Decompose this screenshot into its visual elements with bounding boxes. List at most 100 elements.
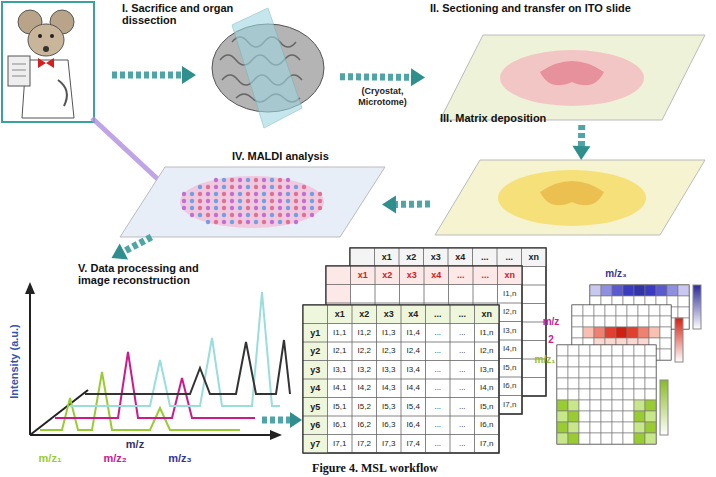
- laser-spot: [278, 185, 282, 189]
- ion-image-pixel: [634, 378, 645, 389]
- laser-spot: [230, 213, 234, 217]
- ion-image-pixel: [579, 422, 590, 433]
- laser-spot: [238, 206, 242, 210]
- color-scale: [693, 285, 701, 329]
- table-grid-line: [303, 416, 499, 417]
- table-cell: ...: [426, 309, 451, 320]
- ion-image-pixel: [638, 316, 649, 327]
- laser-spot: [254, 199, 258, 203]
- ion-image-pixel: [568, 367, 579, 378]
- image-label: m/z₃: [596, 268, 636, 280]
- laser-spot: [302, 199, 306, 203]
- ion-image-pixel: [568, 422, 579, 433]
- laser-spot: [262, 199, 266, 203]
- ion-image-pixel: [612, 378, 623, 389]
- image-label: m/z₁: [528, 354, 562, 366]
- step-title: V. Data processing and image reconstruct…: [78, 262, 228, 286]
- ion-image-pixel: [590, 400, 601, 411]
- laser-spot: [230, 185, 234, 189]
- ion-image-pixel: [627, 316, 638, 327]
- table-cell: x3: [377, 309, 402, 320]
- trace-label: m/z₂: [90, 452, 140, 465]
- ion-image-pixel: [605, 327, 616, 338]
- ion-image-pixel: [557, 422, 568, 433]
- depth-axis: [30, 390, 88, 435]
- ion-image-pixel: [645, 356, 656, 367]
- ion-image-pixel: [579, 367, 590, 378]
- laser-spot: [238, 192, 242, 196]
- data-cube: [303, 248, 546, 453]
- ion-image-pixel: [634, 345, 645, 356]
- ion-image-pixel: [634, 367, 645, 378]
- ion-image-pixel: [568, 356, 579, 367]
- ion-image-pixel: [612, 411, 623, 422]
- laser-spot: [294, 185, 298, 189]
- ion-image-pixel: [634, 389, 645, 400]
- table-cell: x4: [401, 309, 426, 320]
- laser-spot: [270, 178, 274, 182]
- table-cell: I1,2: [352, 328, 377, 338]
- table-cell: I7,2: [352, 439, 377, 449]
- axis-title: m/z: [115, 438, 155, 451]
- table-grid-line: [425, 305, 426, 453]
- laser-spot: [254, 213, 258, 217]
- laser-spot: [294, 220, 298, 224]
- ion-image-pixel: [660, 305, 671, 316]
- ion-image-pixel: [579, 345, 590, 356]
- laser-spot: [222, 185, 226, 189]
- table-cell: I7,4: [401, 439, 426, 449]
- arrow-head: [572, 146, 590, 160]
- laser-spot: [302, 192, 306, 196]
- ion-image-pixel: [638, 305, 649, 316]
- ion-image-pixel: [605, 305, 616, 316]
- laser-spot: [230, 220, 234, 224]
- table-cell: ...: [450, 328, 475, 338]
- clipboard: [8, 56, 30, 86]
- table-cell: I5,n: [498, 363, 523, 373]
- table-cell: x2: [352, 309, 377, 320]
- ion-image-pixel: [568, 378, 579, 389]
- table-cell: I1,n: [475, 328, 500, 338]
- ion-image-pixel: [590, 378, 601, 389]
- table-cell: I3,4: [401, 365, 426, 375]
- stethoscope: [58, 80, 67, 106]
- mouse-eye: [38, 34, 42, 38]
- table-cell: I7,1: [328, 439, 353, 449]
- section-plane: [232, 8, 302, 128]
- ion-image-pixel: [557, 389, 568, 400]
- table-cell: xn: [475, 309, 500, 320]
- laser-spot: [254, 192, 258, 196]
- laser-spot: [198, 206, 202, 210]
- ion-image-pixel: [656, 285, 667, 296]
- table-cell: I2,1: [328, 346, 353, 356]
- ion-image-pixel: [590, 356, 601, 367]
- ion-image-pixel: [601, 378, 612, 389]
- table-cell: ...: [450, 420, 475, 430]
- laser-spot: [262, 178, 266, 182]
- ion-image-pixel: [660, 349, 671, 360]
- ion-image-pixel: [634, 433, 645, 444]
- laser-spot: [222, 213, 226, 217]
- ion-image-pixel: [678, 285, 689, 296]
- ion-image-pixel: [634, 400, 645, 411]
- table-cell: I4,4: [401, 383, 426, 393]
- laser-spot: [246, 206, 250, 210]
- laser-spot: [190, 206, 194, 210]
- ion-image-pixel: [612, 433, 623, 444]
- ion-image-pixel: [634, 356, 645, 367]
- laser-spot: [206, 220, 210, 224]
- table-cell: I3,1: [328, 365, 353, 375]
- ion-image-pixel: [594, 305, 605, 316]
- ion-image-pixel: [623, 367, 634, 378]
- workflow-step: I. Sacrifice and organ dissection: [205, 10, 340, 125]
- table-grid-line: [450, 305, 451, 453]
- tissue-section: [500, 50, 644, 106]
- ion-image-pixel: [590, 422, 601, 433]
- table-cell: y5: [303, 402, 328, 413]
- ion-image-pixel: [616, 327, 627, 338]
- laser-spot: [214, 206, 218, 210]
- ion-image-pixel: [612, 422, 623, 433]
- laser-spot: [238, 213, 242, 217]
- ito-slide: [440, 35, 705, 120]
